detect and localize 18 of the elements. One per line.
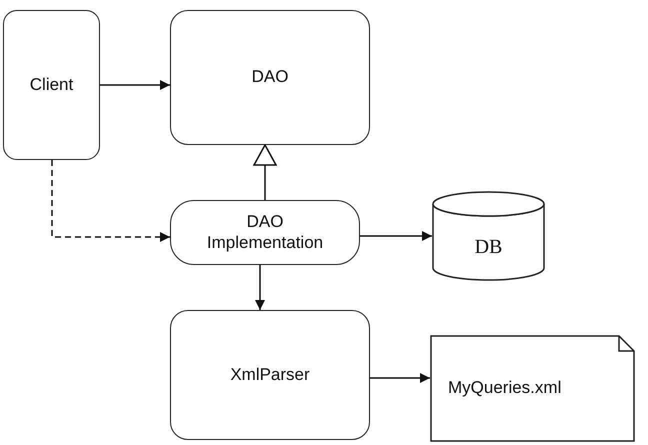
node-label: DAO Implementation xyxy=(206,212,324,253)
process-box xyxy=(170,10,370,145)
node-label: DAO xyxy=(252,67,288,88)
node-label: Client xyxy=(30,74,74,96)
arrow xyxy=(253,144,277,200)
dashed-arrow xyxy=(51,160,170,242)
document-shape xyxy=(430,335,635,442)
node-label: MyQueries.xml xyxy=(448,378,562,399)
node-label: DB xyxy=(474,235,502,259)
arrow xyxy=(360,231,432,241)
arrow xyxy=(100,80,170,90)
arrow xyxy=(370,373,430,383)
process-box xyxy=(170,310,370,440)
node-label: XmlParser xyxy=(230,364,310,386)
database-cylinder xyxy=(432,192,545,280)
process-box xyxy=(3,10,100,160)
arrow xyxy=(255,265,265,310)
process-box xyxy=(170,200,360,265)
